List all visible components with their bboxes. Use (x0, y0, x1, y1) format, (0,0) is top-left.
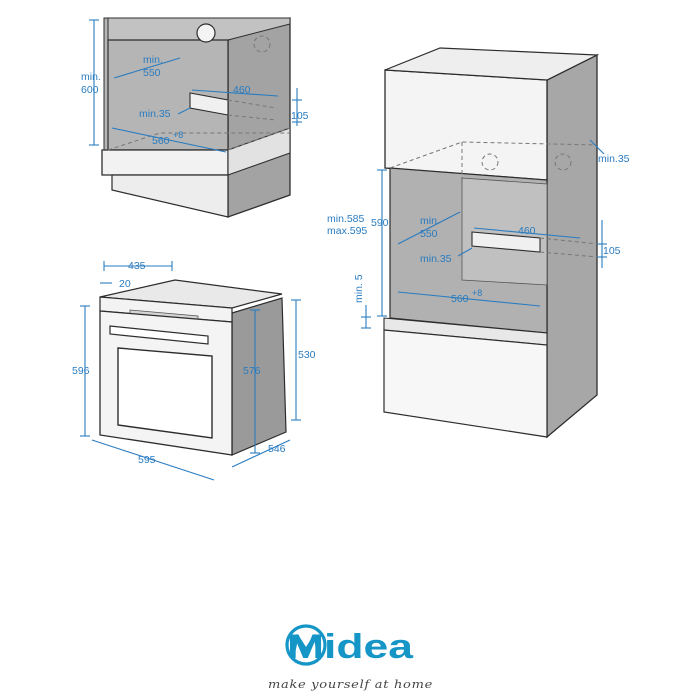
col-niche-height-max: max.595 (327, 225, 367, 237)
col-gap-min: min.35 (420, 253, 452, 265)
uc-gap-min: min.35 (139, 108, 171, 120)
col-top-gap: min.35 (598, 153, 630, 165)
oven-inner-height: 576 (243, 365, 261, 377)
uc-vent-width: 460 (233, 84, 251, 96)
col-depth-min-value: 550 (420, 228, 438, 240)
uc-height-min-value: 600 (81, 84, 99, 96)
cabinet-base (101, 149, 229, 176)
uc-depth-min-value: 550 (143, 67, 161, 79)
col-vent-height: 105 (603, 245, 621, 257)
col-bottom-gap: min. 5 (353, 274, 365, 303)
col-niche-height-min: min.585 (327, 213, 365, 225)
column-top-front (384, 69, 548, 181)
oven-height: 596 (72, 365, 90, 377)
col-width-tolerance: +8 (472, 288, 482, 298)
oven-handle (109, 325, 209, 345)
cabinet-plinth (111, 174, 229, 218)
oven-depth-total: 435 (128, 260, 146, 272)
column-side-panel (546, 53, 598, 439)
col-width: 560 (451, 293, 469, 305)
midea-m-swoosh-icon (285, 624, 327, 666)
column-cabinet (361, 47, 607, 439)
cable-hole-icon (196, 23, 216, 43)
cabinet-side-panel (227, 17, 291, 218)
oven-window (117, 347, 213, 439)
brand-logo: Midea make yourself at home (268, 624, 433, 691)
column-lower-front (383, 329, 548, 438)
col-depth-min-label: min. (420, 215, 440, 227)
col-vent-width: 460 (518, 225, 536, 237)
oven-width: 595 (138, 454, 156, 466)
column-top-lid (384, 47, 600, 81)
uc-height-min-label: min. (81, 71, 101, 83)
brand-tagline: make yourself at home (268, 678, 433, 691)
under-counter-cabinet (89, 17, 302, 218)
uc-width-tolerance: +8 (173, 130, 183, 140)
uc-vent-height: 105 (291, 110, 309, 122)
col-niche-height: 590 (371, 217, 389, 229)
oven-appliance (80, 261, 301, 481)
uc-depth-min-label: min. (143, 54, 163, 66)
oven-body-depth: 546 (268, 443, 286, 455)
cabinet-interior (107, 39, 229, 151)
uc-width: 560 (152, 135, 170, 147)
oven-body-height: 530 (298, 349, 316, 361)
oven-door-offset: 20 (119, 278, 131, 290)
brand-name: Midea (287, 628, 414, 666)
column-niche-back (461, 177, 548, 286)
